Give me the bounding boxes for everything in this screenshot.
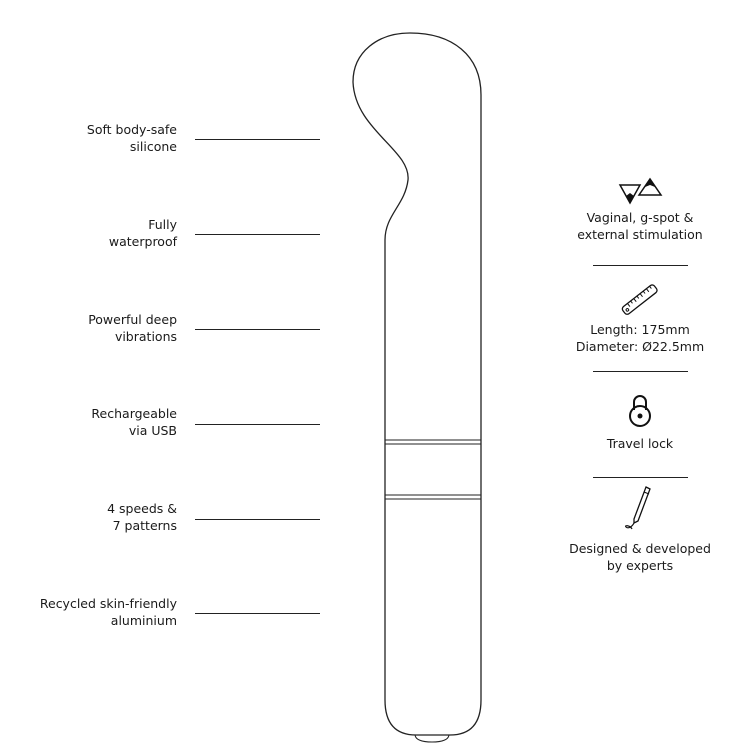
feature-text: Fully: [148, 217, 177, 232]
leader-line: [195, 329, 320, 330]
leader-line: [195, 613, 320, 614]
leader-line: [195, 139, 320, 140]
feature-text: Travel lock: [606, 436, 674, 451]
leader-line: [195, 424, 320, 425]
lock-icon: [629, 395, 651, 427]
divider: [593, 477, 688, 478]
feature-label: Travel lock: [560, 435, 720, 452]
feature-text: 7 patterns: [112, 518, 177, 533]
feature-text: external stimulation: [577, 227, 703, 242]
leader-line: [195, 234, 320, 235]
pen-icon: [625, 486, 651, 530]
feature-text: Powerful deep: [88, 312, 177, 327]
feature-text: Soft body-safe: [86, 122, 177, 137]
feature-label: 4 speeds & 7 patterns: [0, 500, 177, 534]
feature-text: Vaginal, g-spot &: [586, 210, 694, 225]
feature-text: silicone: [129, 139, 177, 154]
feature-text: via USB: [128, 423, 177, 438]
feature-text: Diameter: Ø22.5mm: [575, 339, 705, 354]
feature-label: Vaginal, g-spot & external stimulation: [560, 209, 720, 243]
feature-text: Rechargeable: [91, 406, 177, 421]
leader-line: [195, 519, 320, 520]
feature-label: Powerful deep vibrations: [0, 311, 177, 345]
feature-text: aluminium: [110, 613, 177, 628]
feature-text: by experts: [606, 558, 674, 573]
feature-label: Designed & developed by experts: [560, 540, 720, 574]
feature-text: Designed & developed: [569, 541, 711, 556]
feature-label: Rechargeable via USB: [0, 405, 177, 439]
triangles-icon: [618, 177, 663, 205]
feature-text: vibrations: [114, 329, 177, 344]
feature-label: Fully waterproof: [0, 216, 177, 250]
feature-label: Recycled skin-friendly aluminium: [0, 595, 177, 629]
feature-text: Length: 175mm: [590, 322, 690, 337]
divider: [593, 265, 688, 266]
feature-text: waterproof: [108, 234, 177, 249]
feature-text: 4 speeds &: [107, 501, 177, 516]
feature-label: Soft body-safe silicone: [0, 121, 177, 155]
divider: [593, 371, 688, 372]
ruler-icon: [621, 284, 658, 315]
feature-text: Recycled skin-friendly: [39, 596, 177, 611]
